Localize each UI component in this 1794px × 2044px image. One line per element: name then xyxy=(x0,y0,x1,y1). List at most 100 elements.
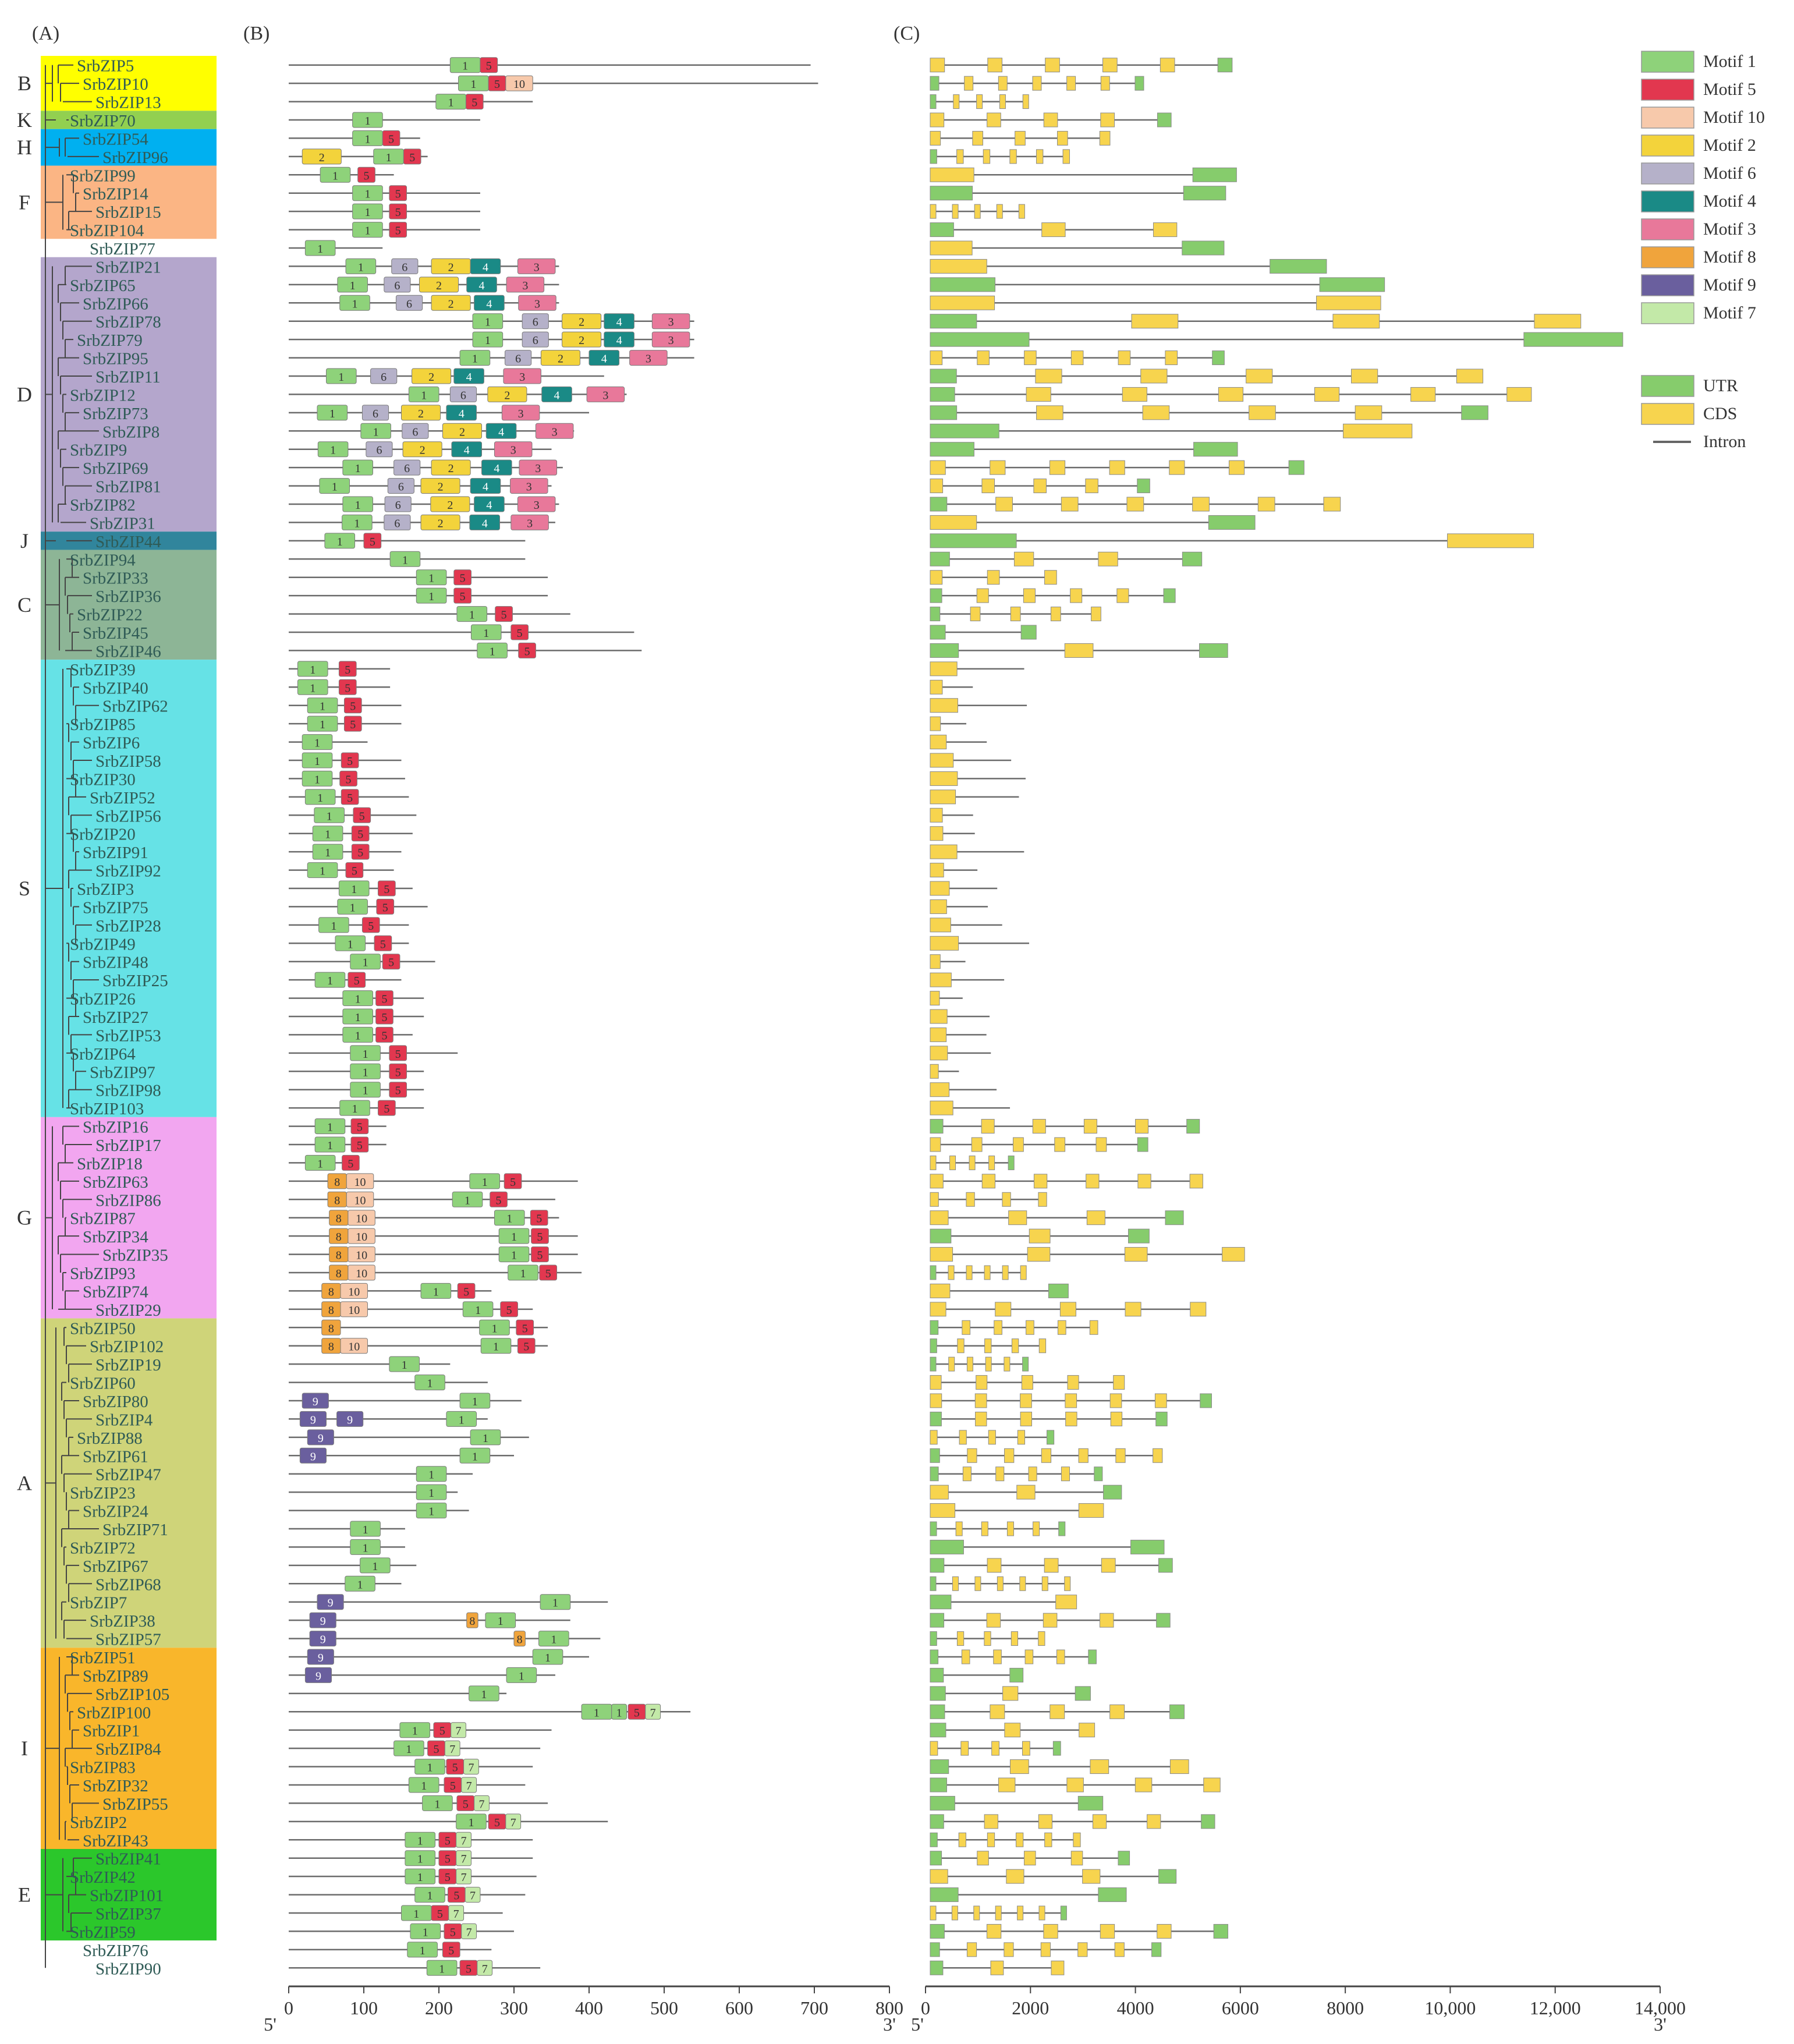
motif-box-label: 2 xyxy=(504,389,510,402)
motif-box-4 xyxy=(451,441,483,458)
motif-box-label: 1 xyxy=(448,97,454,109)
exon-box xyxy=(930,826,944,841)
motif-box-1 xyxy=(479,1319,510,1335)
exon-box xyxy=(1020,1393,1032,1408)
motif-box-5 xyxy=(389,1045,407,1061)
motif-box-1 xyxy=(352,185,383,201)
exon-box xyxy=(930,1649,939,1664)
exon-box xyxy=(1090,1759,1109,1774)
gene-label: SrbZIP72 xyxy=(70,1539,136,1557)
subfamily-label-F: F xyxy=(19,190,30,214)
motif-box-label: 5 xyxy=(357,828,363,841)
exon-box xyxy=(1043,1923,1058,1939)
gene-axis-tick-label: 2000 xyxy=(1012,1997,1049,2018)
exon-box xyxy=(962,1466,972,1482)
motif-box-label: 1 xyxy=(472,1450,478,1463)
gene-axis-tick-label: 6000 xyxy=(1222,1997,1259,2018)
exon-box xyxy=(1089,1320,1098,1335)
motif-box-1 xyxy=(416,1466,447,1482)
legend-label: Motif 7 xyxy=(1703,303,1756,323)
legend-swatch-motif-7 xyxy=(1641,302,1694,324)
motif-box-1 xyxy=(302,734,333,750)
gene-label: SrbZIP14 xyxy=(83,185,148,204)
exon-box xyxy=(930,1466,939,1482)
gene-label: SrbZIP17 xyxy=(95,1136,161,1155)
motif-box-label: 1 xyxy=(469,609,475,622)
legend-swatch-cds xyxy=(1641,403,1694,425)
exon-box xyxy=(930,807,943,823)
motif-box-label: 5 xyxy=(537,1231,543,1244)
exon-box xyxy=(930,1869,948,1884)
legend-label: Intron xyxy=(1703,432,1746,451)
motif-box-label: 9 xyxy=(315,1670,321,1682)
motif-box-label: 1 xyxy=(427,1890,433,1903)
motif-box-label: 1 xyxy=(355,499,361,512)
subfamily-label-G: G xyxy=(17,1206,32,1230)
motif-box-label: 5 xyxy=(524,645,530,658)
exon-box xyxy=(966,1942,977,1957)
motif-box-label: 4 xyxy=(554,389,560,402)
motif-box-1 xyxy=(416,587,447,604)
exon-box xyxy=(930,1704,945,1719)
motif-axis-tick-label: 400 xyxy=(575,1997,603,2018)
exon-box xyxy=(930,1411,942,1426)
motif-box-label: 4 xyxy=(486,297,492,310)
exon-box xyxy=(1017,1430,1026,1445)
motif-box-1 xyxy=(408,386,439,402)
exon-box xyxy=(1067,1375,1079,1390)
exon-box xyxy=(1183,186,1226,201)
exon-box xyxy=(930,863,944,878)
motif-box-5 xyxy=(375,1026,393,1043)
gene-label: SrbZIP51 xyxy=(70,1649,136,1667)
motif-box-1 xyxy=(352,203,383,219)
motif-box-1 xyxy=(317,405,348,421)
motif-box-5 xyxy=(348,972,366,988)
gene-label: SrbZIP103 xyxy=(70,1100,144,1118)
exon-box xyxy=(1002,1192,1011,1207)
exon-box xyxy=(1009,149,1017,164)
exon-box xyxy=(1027,1247,1051,1262)
exon-box xyxy=(1126,497,1144,512)
motif-box-5 xyxy=(351,826,370,842)
subfamily-band-K xyxy=(41,111,217,129)
motif-box-5 xyxy=(341,752,359,768)
motif-box-label: 10 xyxy=(356,1231,367,1244)
exon-box xyxy=(1002,1686,1019,1701)
motif-box-5 xyxy=(457,1283,476,1299)
exon-box xyxy=(1021,1375,1033,1390)
motif-box-1 xyxy=(304,789,336,805)
motif-box-7 xyxy=(465,1887,481,1903)
motif-box-label: 1 xyxy=(364,133,370,146)
exon-box xyxy=(1085,479,1098,494)
exon-box xyxy=(1066,1777,1084,1793)
motif-box-label: 8 xyxy=(328,1322,334,1335)
exon-box xyxy=(1246,369,1273,384)
motif-box-label: 5 xyxy=(494,1816,500,1829)
gene-label: SrbZIP48 xyxy=(83,954,148,972)
motif-box-3 xyxy=(651,331,690,348)
motif-box-label: 3 xyxy=(534,261,540,274)
motif-box-9 xyxy=(317,1594,344,1610)
exon-box xyxy=(955,1521,963,1536)
gene-label: SrbZIP28 xyxy=(95,917,161,936)
exon-box xyxy=(995,497,1013,512)
motif-box-5 xyxy=(453,587,471,604)
motif-box-label: 1 xyxy=(552,1597,558,1610)
exon-box xyxy=(1101,1558,1116,1573)
subfamily-label-K: K xyxy=(17,108,32,132)
motif-axis-tick-label: 100 xyxy=(350,1997,378,2018)
motif-box-label: 6 xyxy=(376,444,382,457)
motif-box-label: 7 xyxy=(482,1962,488,1975)
motif-box-label: 1 xyxy=(406,1743,412,1756)
exon-box xyxy=(1008,1155,1015,1170)
exon-box xyxy=(930,1320,939,1335)
motif-box-5 xyxy=(490,1191,508,1207)
motif-box-label: 2 xyxy=(418,408,424,420)
motif-box-10 xyxy=(346,1191,374,1207)
motif-box-label: 4 xyxy=(483,261,488,274)
motif-box-label: 1 xyxy=(481,1688,487,1701)
motif-box-label: 2 xyxy=(438,481,444,494)
exon-box xyxy=(930,1595,952,1610)
motif-box-5 xyxy=(350,1136,369,1153)
motif-box-3 xyxy=(517,258,556,274)
